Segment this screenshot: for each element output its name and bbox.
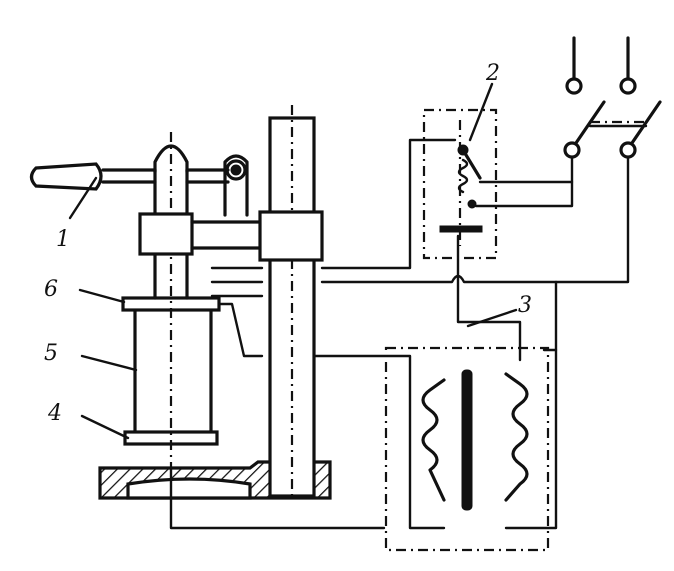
label-3: 3 xyxy=(518,293,532,318)
transformer-box xyxy=(384,346,550,552)
label-5: 5 xyxy=(44,341,58,366)
label-4: 4 xyxy=(47,401,62,426)
label-2: 2 xyxy=(485,61,500,86)
mains-terminals[interactable] xyxy=(565,36,637,95)
label-leaders xyxy=(68,82,518,440)
column-clamp xyxy=(258,210,324,262)
coil-cylinder xyxy=(133,302,213,440)
main-switch[interactable] xyxy=(563,100,662,159)
support-column xyxy=(268,105,316,500)
lever-pivot xyxy=(223,154,249,217)
cross-arm xyxy=(190,220,264,250)
wiring xyxy=(169,138,630,530)
handle-lever[interactable] xyxy=(29,162,230,191)
current-leads xyxy=(210,266,264,358)
electrode-clamp xyxy=(138,212,194,256)
label-1: 1 xyxy=(56,227,70,252)
label-6: 6 xyxy=(44,277,58,302)
relay-box xyxy=(422,108,498,260)
